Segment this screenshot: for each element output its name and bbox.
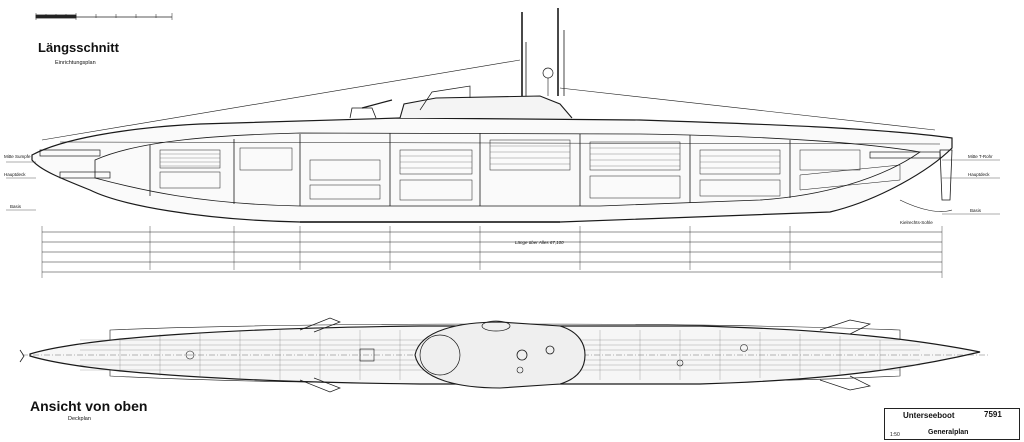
side-view-reference-lines (6, 159, 1000, 215)
side-view-subtitle: Einrichtungsplan (55, 60, 96, 66)
title-block-sheet-title: Generalplan (928, 429, 969, 436)
side-view-profile (31, 8, 953, 223)
title-block-number: 7591 (984, 410, 1002, 419)
title-block (884, 408, 1020, 440)
top-view-title: Ansicht von oben (30, 398, 148, 414)
label-right-waterline-1: Mitte T-Rohr (968, 154, 993, 159)
label-left-base: Basis (10, 204, 22, 209)
dimension-lines (41, 226, 943, 278)
title-block-scale: 1:50 (890, 432, 900, 438)
title-block-name: Unterseeboot (903, 411, 955, 420)
label-left-waterline-1: Mitte Sumpfe (4, 154, 31, 159)
label-right-base: Basis (970, 208, 982, 213)
top-view-subtitle: Deckplan (68, 416, 91, 422)
label-left-waterline-2: Hauptdeck (4, 172, 26, 177)
top-view-deck (19, 317, 990, 393)
label-total-length: Länge über Alles 67,100 (515, 240, 564, 245)
scale-bar (35, 13, 173, 20)
label-keel: Kielrechts-Sohle (900, 220, 933, 225)
label-right-waterline-2: Hauptdeck (968, 172, 990, 177)
side-view-title: Längsschnitt (38, 40, 119, 55)
